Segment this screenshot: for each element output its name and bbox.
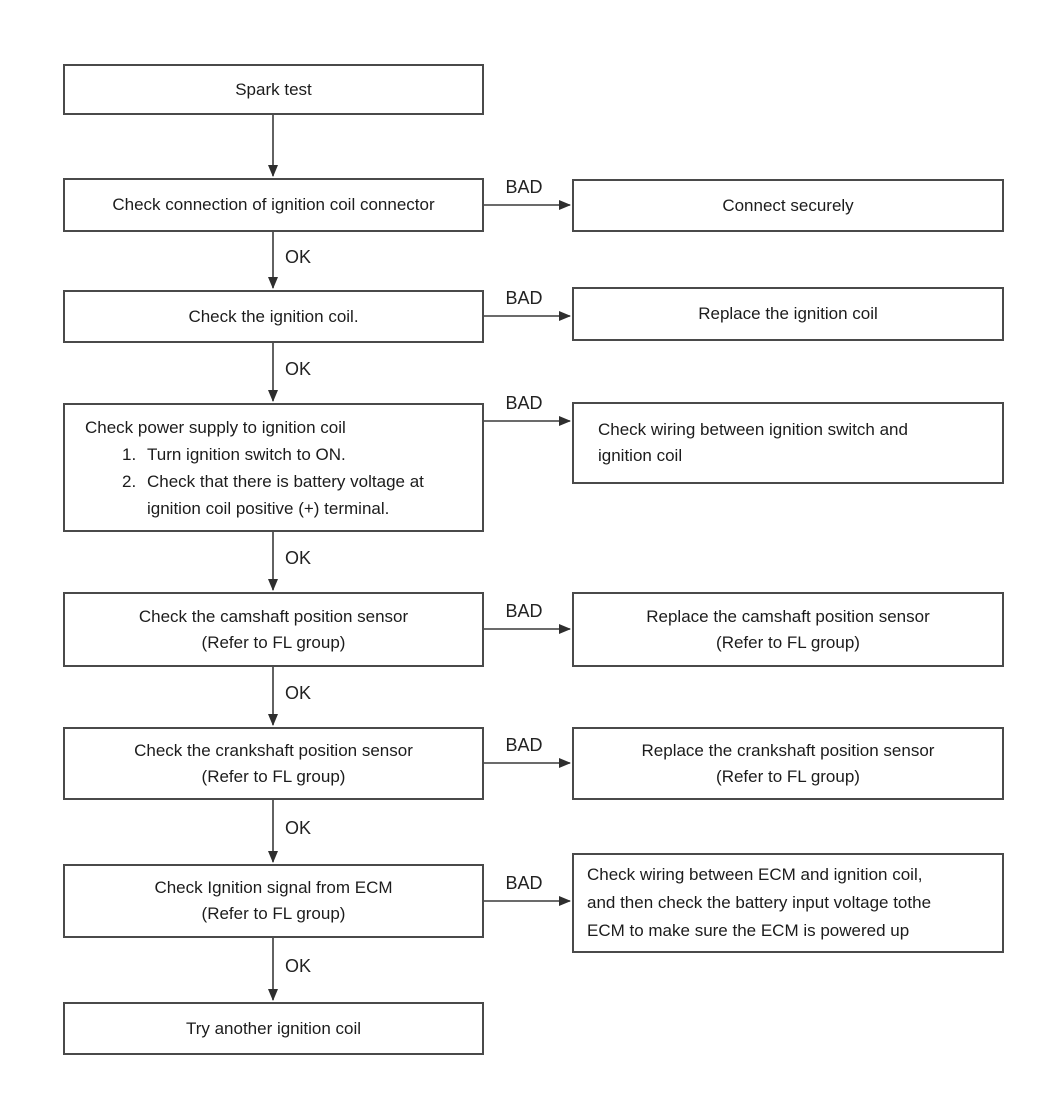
- bad-label-5: BAD: [505, 735, 543, 755]
- node-replace-crankshaft: Replace the crankshaft position sensor (…: [572, 727, 1004, 800]
- node-check-ecm-signal-line1: Check Ignition signal from ECM: [154, 878, 393, 897]
- ok-label-3: OK: [285, 548, 312, 568]
- step-2-number: 2.: [122, 471, 137, 491]
- node-check-ecm-signal: Check Ignition signal from ECM (Refer to…: [63, 864, 484, 938]
- node-check-wiring-ecm-line1: Check wiring between ECM and ignition co…: [587, 865, 923, 884]
- node-try-another-coil: Try another ignition coil: [63, 1002, 484, 1055]
- node-check-wiring-ecm-line2: and then check the battery input voltage…: [587, 893, 932, 912]
- bad-label-2: BAD: [505, 288, 543, 308]
- ok-label-4: OK: [285, 683, 312, 703]
- node-check-coil-label: Check the ignition coil.: [188, 306, 359, 326]
- step-1-number: 1.: [122, 444, 137, 464]
- node-connect-securely: Connect securely: [572, 179, 1004, 232]
- power-supply-step-2: 2. Check that there is battery voltage a…: [122, 468, 474, 522]
- node-check-ecm-signal-line2: (Refer to FL group): [201, 904, 346, 923]
- node-check-wiring-switch: Check wiring between ignition switch and…: [572, 402, 1004, 484]
- step-1-text: Turn ignition switch to ON.: [147, 444, 346, 464]
- node-check-wiring-switch-line2: ignition coil: [598, 446, 683, 465]
- node-spark-test-label: Spark test: [235, 79, 312, 99]
- bad-label-4: BAD: [505, 601, 543, 621]
- node-replace-coil-label: Replace the ignition coil: [698, 304, 878, 323]
- ok-label-1: OK: [285, 247, 312, 267]
- node-check-camshaft: Check the camshaft position sensor (Refe…: [63, 592, 484, 667]
- node-check-connection: Check connection of ignition coil connec…: [63, 178, 484, 232]
- bad-label-3: BAD: [505, 393, 543, 413]
- node-replace-crankshaft-line1: Replace the crankshaft position sensor: [641, 740, 935, 760]
- node-replace-coil: Replace the ignition coil: [572, 287, 1004, 341]
- node-replace-crankshaft-line2: (Refer to FL group): [716, 766, 860, 786]
- node-check-camshaft-line2: (Refer to FL group): [201, 632, 346, 652]
- node-connect-securely-label: Connect securely: [722, 195, 854, 215]
- node-check-crankshaft-line1: Check the crankshaft position sensor: [134, 740, 413, 760]
- node-replace-camshaft-line1: Replace the camshaft position sensor: [646, 606, 930, 626]
- node-check-power-supply: Check power supply to ignition coil 1. T…: [63, 403, 484, 532]
- ok-label-6: OK: [285, 956, 312, 976]
- node-check-coil: Check the ignition coil.: [63, 290, 484, 343]
- node-replace-camshaft-line2: (Refer to FL group): [716, 632, 860, 652]
- node-replace-camshaft: Replace the camshaft position sensor (Re…: [572, 592, 1004, 667]
- ok-label-2: OK: [285, 359, 312, 379]
- node-check-wiring-ecm-line3: ECM to make sure the ECM is powered up: [587, 921, 910, 940]
- node-check-wiring-ecm: Check wiring between ECM and ignition co…: [572, 853, 1004, 953]
- power-supply-steps: 1. Turn ignition switch to ON. 2. Check …: [122, 441, 474, 522]
- node-check-crankshaft: Check the crankshaft position sensor (Re…: [63, 727, 484, 800]
- node-spark-test: Spark test: [63, 64, 484, 115]
- node-check-wiring-switch-line1: Check wiring between ignition switch and: [598, 420, 908, 439]
- node-check-crankshaft-line2: (Refer to FL group): [201, 766, 346, 786]
- node-check-camshaft-line1: Check the camshaft position sensor: [138, 606, 409, 626]
- node-check-connection-label: Check connection of ignition coil connec…: [112, 195, 435, 214]
- ok-label-5: OK: [285, 818, 312, 838]
- node-try-another-coil-label: Try another ignition coil: [185, 1018, 362, 1038]
- bad-label-6: BAD: [505, 873, 543, 893]
- node-check-power-supply-title: Check power supply to ignition coil: [85, 417, 346, 437]
- bad-label-1: BAD: [505, 177, 543, 197]
- step-2-text: Check that there is battery voltage at i…: [147, 471, 424, 518]
- power-supply-step-1: 1. Turn ignition switch to ON.: [122, 441, 474, 468]
